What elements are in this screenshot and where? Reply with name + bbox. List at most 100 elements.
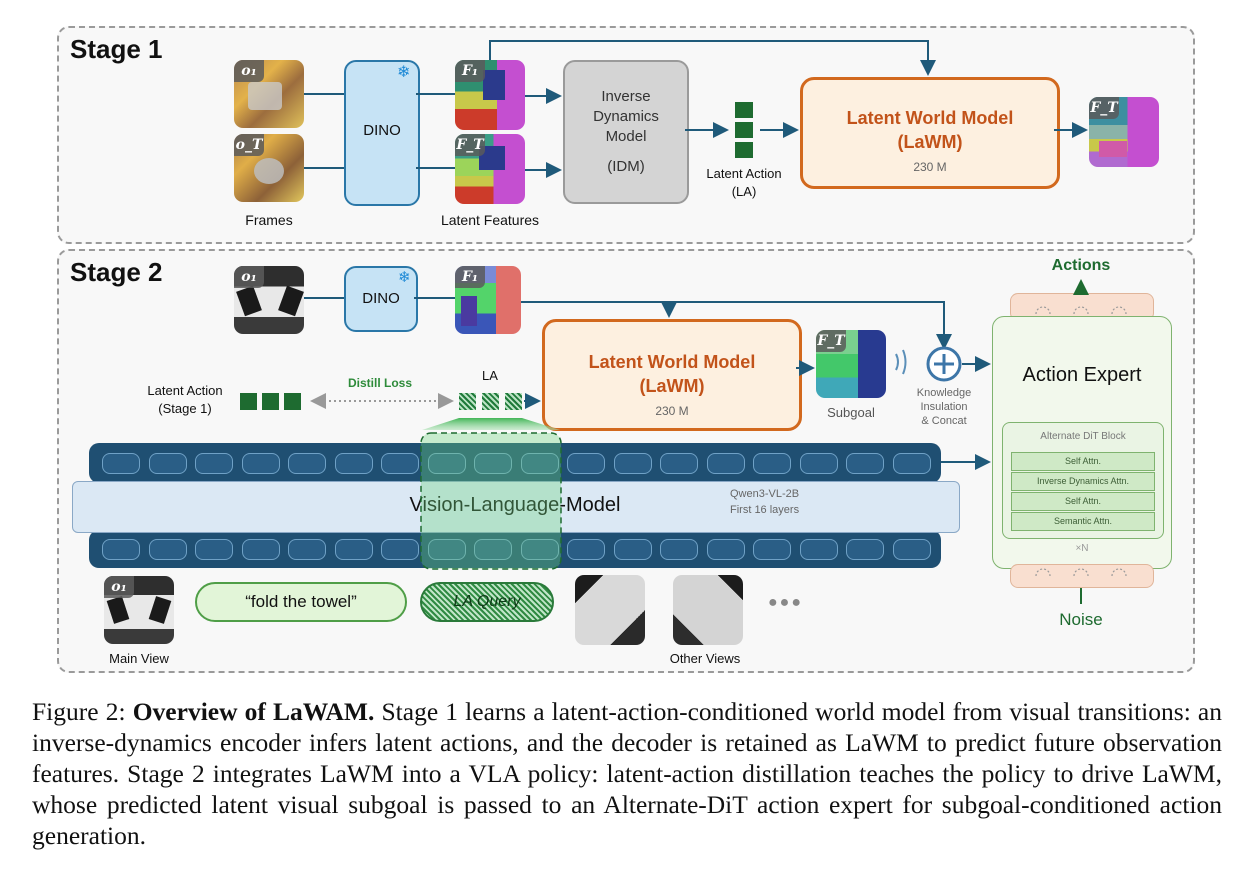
repeat-label: ×N <box>1075 543 1089 554</box>
stage2-wm-title-2: (LaWM) <box>639 376 705 396</box>
caption-prefix: Figure 2: <box>32 697 133 726</box>
vlm-token <box>288 539 326 560</box>
idm-line-1: Inverse <box>601 88 651 105</box>
snowflake-icon: ❄ <box>398 269 411 286</box>
vlm-token <box>334 453 373 474</box>
la-query-funnel <box>422 418 560 430</box>
stage1-la-token-3 <box>284 393 301 410</box>
subgoal-label: Subgoal <box>827 405 875 420</box>
latent-action-token-3 <box>735 142 753 158</box>
frames-label: Frames <box>245 212 293 228</box>
stage1-latent-world-model: Latent World Model (LaWM) 230 M <box>800 77 1060 189</box>
idm-line-3: Model <box>605 128 647 145</box>
action-token-loops <box>1035 306 1127 577</box>
stage2-dino-label: DINO <box>362 290 400 307</box>
latent-action-label-1: Latent Action <box>706 166 782 181</box>
latent-action-label-2: (LA) <box>731 184 757 199</box>
arrow-f1-to-wm-s2 <box>521 301 677 318</box>
stage1-dino-encoder <box>344 60 420 206</box>
vlm-token <box>148 539 187 560</box>
idm-line-2: Dynamics <box>593 108 659 125</box>
main-view-image: o₁ <box>104 576 174 644</box>
latent-action-token-2 <box>735 122 753 138</box>
vlm-token <box>334 539 373 560</box>
arrow-f1-skip-to-wm <box>489 40 936 76</box>
dit-row-self-attn-1: Self Attn. <box>1011 452 1155 471</box>
actions-label: Actions <box>1051 257 1111 274</box>
stage1-output-tag: F_T <box>1089 97 1119 119</box>
vlm-token <box>567 539 605 560</box>
feature-ft-image: F_T <box>455 134 525 204</box>
stage2-la-source-label-1: Latent Action <box>147 383 223 398</box>
frame-o1-image: o₁ <box>234 60 304 128</box>
vision-language-model <box>72 481 960 533</box>
stage1-dino-label: DINO <box>363 122 401 139</box>
subgoal-tag: F_T <box>816 330 846 352</box>
figure-canvas: Stage 1 o₁ o_T Frames DINO ❄ F₁ F_T Late… <box>57 26 1195 673</box>
subgoal-feature-image: F_T <box>816 330 886 398</box>
noise-input-tokens <box>1010 564 1154 588</box>
vlm-token <box>613 453 652 474</box>
vlm-token <box>753 539 791 560</box>
feature-f1-image: F₁ <box>455 60 525 130</box>
predicted-la-token-3 <box>505 393 522 410</box>
vlm-token <box>288 453 326 474</box>
stage1-la-token-2 <box>262 393 279 410</box>
main-view-label: Main View <box>109 651 169 666</box>
predicted-la-token-1 <box>459 393 476 410</box>
vlm-token <box>613 539 652 560</box>
stage2-title: Stage 2 <box>70 257 163 287</box>
vlm-token <box>520 453 559 474</box>
latent-features-label: Latent Features <box>440 212 540 228</box>
vlm-token <box>799 539 838 560</box>
vlm-token <box>381 453 419 474</box>
knowledge-insulation-label-3: & Concat <box>921 415 967 427</box>
stage2-feature-tag: F₁ <box>455 266 485 288</box>
stage1-wm-size: 230 M <box>913 160 947 174</box>
other-view-image-2 <box>673 575 743 645</box>
feature-ft-tag: F_T <box>455 134 485 156</box>
stage2-feature-f1-image: F₁ <box>455 266 521 334</box>
vlm-token <box>799 453 838 474</box>
stage2-latent-world-model: Latent World Model (LaWM) 230 M <box>542 319 802 431</box>
knowledge-insulation-label-2: Insulation <box>920 401 968 413</box>
vlm-token <box>148 453 187 474</box>
frame-ot-tag: o_T <box>234 134 264 156</box>
vlm-token <box>706 453 745 474</box>
dit-block-label: Alternate DiT Block <box>1040 431 1126 442</box>
stage1-title: Stage 1 <box>70 34 163 64</box>
vlm-token <box>427 453 466 474</box>
vlm-token <box>892 453 931 474</box>
ellipsis-icon: ●●● <box>768 594 803 611</box>
vlm-token <box>195 453 233 474</box>
snowflake-icon: ❄ <box>397 64 411 81</box>
stage1-predicted-feature-image: F_T <box>1089 97 1159 167</box>
alternate-dit-block: Alternate DiT Block Self Attn. Inverse D… <box>1002 422 1164 539</box>
figure-caption: Figure 2: Overview of LaWAM. Stage 1 lea… <box>32 696 1222 851</box>
predicted-la-token-2 <box>482 393 499 410</box>
knowledge-insulation-wave-icon <box>895 349 907 375</box>
stage1-wm-title-1: Latent World Model <box>846 108 1014 128</box>
vlm-token <box>241 539 280 560</box>
vlm-token <box>427 539 466 560</box>
other-views-label: Other Views <box>669 651 741 666</box>
knowledge-insulation-label-1: Knowledge <box>916 387 972 399</box>
vlm-token <box>892 539 931 560</box>
connector-overlay <box>304 40 1127 604</box>
concat-plus-icon <box>926 346 962 382</box>
vlm-sub-label-2: First 16 layers <box>730 504 800 516</box>
distill-loss-label: Distill Loss <box>347 376 412 390</box>
vlm-token <box>474 539 512 560</box>
action-expert-label: Action Expert <box>1022 364 1142 386</box>
latent-action-token-1 <box>735 102 753 118</box>
vlm-token <box>846 453 884 474</box>
vlm-token <box>706 539 745 560</box>
caption-body: Stage 1 learns a latent-action-condition… <box>32 697 1222 850</box>
vlm-token <box>474 453 512 474</box>
inverse-dynamics-model <box>563 60 689 204</box>
stage2-la-source-label-2: (Stage 1) <box>158 401 212 416</box>
vlm-token <box>520 539 559 560</box>
vlm-token <box>195 539 233 560</box>
la-label: LA <box>482 368 498 383</box>
stage1-la-token-1 <box>240 393 257 410</box>
